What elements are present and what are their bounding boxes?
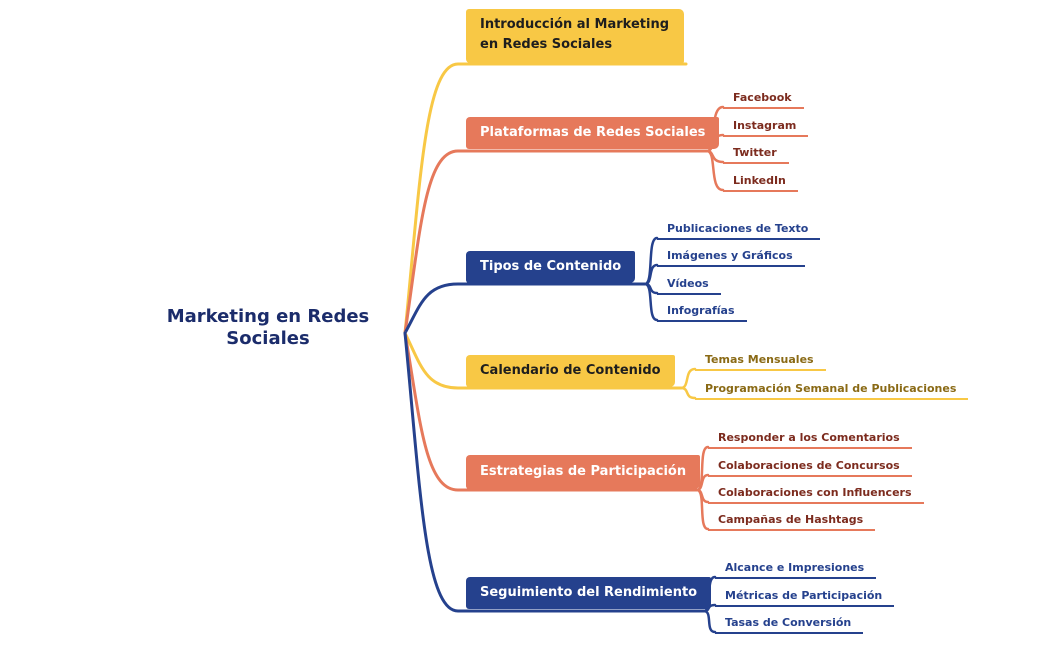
wire-estrategias-hashtags: [695, 488, 710, 531]
child-temas-mensuales[interactable]: Temas Mensuales: [695, 353, 826, 371]
child-tasas-conversion[interactable]: Tasas de Conversión: [715, 616, 864, 634]
wire-root-tipos: [403, 282, 647, 335]
wire-seguimiento-tasas: [702, 609, 717, 634]
child-alcance-impresiones[interactable]: Alcance e Impresiones: [715, 561, 877, 579]
wire-root-plataformas: [403, 149, 709, 335]
wire-root-seguimiento: [403, 331, 706, 613]
wire-tipos-infografias: [643, 282, 659, 322]
branch-estrategias[interactable]: Estrategias de Participación: [466, 455, 701, 489]
branch-calendario[interactable]: Calendario de Contenido: [466, 355, 675, 387]
child-metricas-participacion[interactable]: Métricas de Participación: [715, 589, 895, 607]
branch-plataformas[interactable]: Plataformas de Redes Sociales: [466, 117, 720, 149]
child-programacion-semanal[interactable]: Programación Semanal de Publicaciones: [695, 382, 969, 400]
wire-plataformas-linkedin: [705, 149, 725, 192]
child-colaboraciones-influencers[interactable]: Colaboraciones con Influencers: [708, 486, 924, 504]
child-campanas-hashtags[interactable]: Campañas de Hashtags: [708, 513, 876, 531]
branch-seguimiento[interactable]: Seguimiento del Rendimiento: [466, 577, 712, 609]
wire-calendario-programacion: [679, 386, 697, 400]
wire-calendario-temas: [679, 367, 697, 390]
child-publicaciones-de-texto[interactable]: Publicaciones de Texto: [657, 222, 821, 240]
child-infografias[interactable]: Infografías: [657, 304, 747, 322]
child-responder-comentarios[interactable]: Responder a los Comentarios: [708, 431, 912, 449]
wire-root-introduccion: [403, 62, 688, 335]
wire-root-calendario: [403, 331, 683, 390]
branch-introduccion[interactable]: Introducción al Marketing en Redes Socia…: [466, 9, 684, 63]
child-imagenes-y-graficos[interactable]: Imágenes y Gráficos: [657, 249, 805, 267]
wire-root-estrategias: [403, 331, 699, 492]
child-instagram[interactable]: Instagram: [723, 119, 809, 137]
child-linkedin[interactable]: LinkedIn: [723, 174, 798, 192]
branch-tipos-contenido[interactable]: Tipos de Contenido: [466, 251, 636, 283]
child-twitter[interactable]: Twitter: [723, 146, 789, 164]
child-facebook[interactable]: Facebook: [723, 91, 804, 109]
root-node[interactable]: Marketing en Redes Sociales: [166, 306, 370, 349]
child-colaboraciones-concursos[interactable]: Colaboraciones de Concursos: [708, 459, 912, 477]
child-videos[interactable]: Vídeos: [657, 277, 721, 295]
